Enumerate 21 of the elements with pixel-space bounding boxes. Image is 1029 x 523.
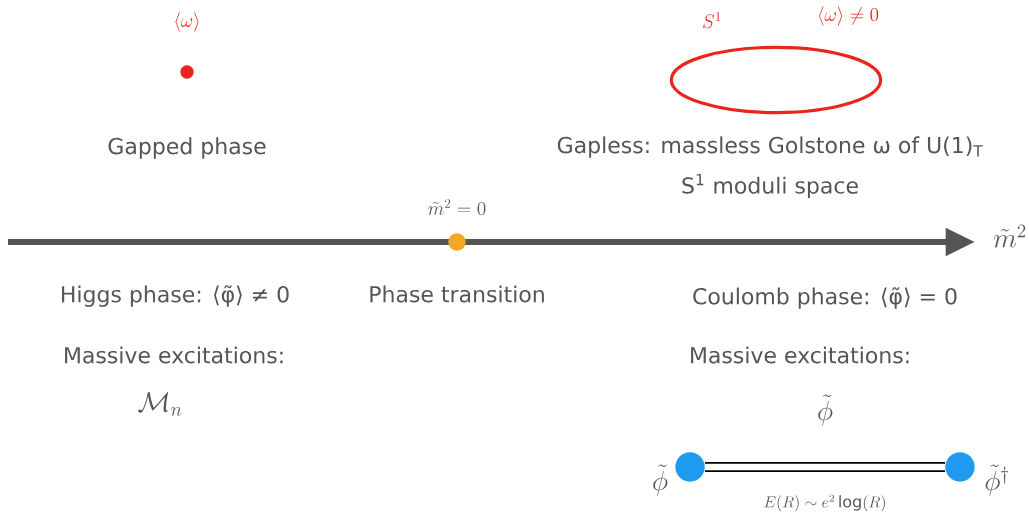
math-label: $\tilde{m}^2 = 0$ [428,198,486,216]
math-label: $\tilde{\phi}$ [818,394,833,426]
point-marker [180,65,194,79]
edge-label: $E(R) \sim e^2 \log(R)$ [764,494,885,512]
transition-dot [448,233,466,251]
math-label: $\langle\omega\rangle \neq 0$ [819,6,879,26]
math-label: $\tilde{m}^2$ [993,224,1026,248]
math-label: $S^1$ [703,11,721,29]
math-label: $\tilde{\phi}^{\dagger}$ [985,464,1008,496]
charge-dot [945,452,975,482]
string-line [704,461,946,473]
text-label: Coulomb phase: ⟨φ̃⟩ = 0 [693,287,957,309]
text-label: S$^{1}$ moduli space [682,173,858,199]
charge-dot [675,452,705,482]
text-label: Higgs phase: ⟨φ̃⟩ ≠ 0 [62,285,289,307]
text-label: Massive excitations: [691,346,909,364]
math-label: $\tilde{\phi}$ [653,464,668,496]
math-label: $\langle\omega\rangle$ [175,12,199,32]
text-label: Massive excitations: [65,346,283,364]
math-label: $\mathcal{M}_n$ [138,391,182,416]
circle-ring [669,45,883,115]
